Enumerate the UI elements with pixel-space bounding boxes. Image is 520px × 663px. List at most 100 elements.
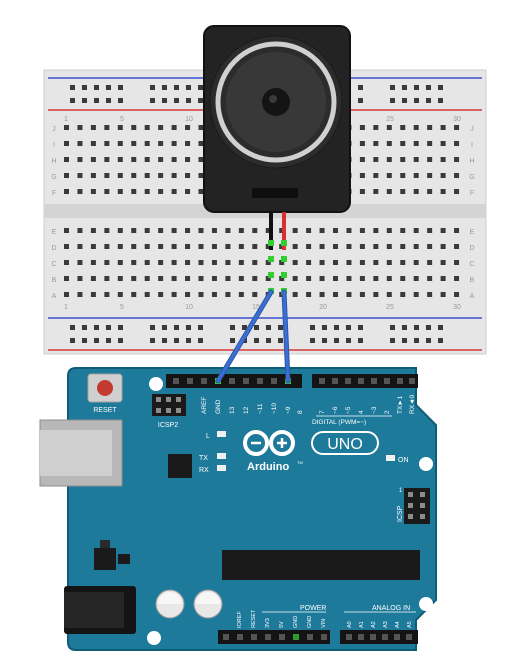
breadboard-hole	[390, 338, 395, 343]
breadboard-hole	[117, 228, 123, 233]
breadboard-hole	[440, 189, 446, 194]
speaker-dustcap	[262, 88, 290, 116]
speaker-slot	[252, 188, 298, 198]
breadboard-hole	[427, 125, 433, 130]
breadboard-hole	[427, 292, 433, 297]
breadboard-hole	[104, 157, 110, 162]
row-letter: H	[51, 158, 56, 165]
row-letter: J	[470, 126, 474, 133]
breadboard-hole	[144, 276, 150, 281]
pin-label: RESET	[251, 609, 257, 628]
breadboard-hole	[185, 125, 191, 130]
speaker-ring	[215, 41, 337, 163]
breadboard-hole	[106, 325, 111, 330]
breadboard-hole	[211, 276, 217, 281]
reset-button-cap[interactable]	[97, 380, 113, 396]
breadboard-hole	[158, 157, 164, 162]
breadboard-hole	[400, 125, 406, 130]
hole-highlight	[268, 240, 274, 246]
breadboard-hole	[427, 189, 433, 194]
header-pin	[279, 634, 285, 640]
mounting-hole	[419, 457, 433, 471]
breadboard-hole	[185, 141, 191, 146]
breadboard-hole	[426, 325, 431, 330]
breadboard-hole	[306, 228, 312, 233]
breadboard-hole	[144, 189, 150, 194]
breadboard-hole	[70, 85, 75, 90]
rx-label: RX	[199, 467, 209, 474]
breadboard-hole	[454, 228, 460, 233]
capacitor-top	[158, 592, 182, 604]
breadboard-hole	[319, 276, 325, 281]
breadboard-hole	[254, 338, 259, 343]
breadboard-hole	[278, 338, 283, 343]
pin-label: ~11	[257, 403, 264, 414]
breadboard-hole	[186, 325, 191, 330]
breadboard-hole	[265, 276, 271, 281]
header-pin	[420, 514, 425, 519]
reset-label: RESET	[93, 407, 117, 414]
breadboard-hole	[198, 338, 203, 343]
breadboard-hole	[333, 244, 338, 249]
breadboard-hole	[427, 244, 433, 249]
led-rx	[217, 465, 226, 471]
breadboard-hole	[117, 173, 123, 178]
breadboard-hole	[171, 141, 177, 146]
breadboard-hole	[171, 189, 177, 194]
breadboard-hole	[64, 292, 69, 297]
lead-black	[269, 212, 273, 250]
breadboard-hole	[104, 125, 110, 130]
breadboard-hole	[333, 276, 338, 281]
breadboard-hole	[400, 260, 406, 265]
breadboard-hole	[77, 260, 83, 265]
breadboard-hole	[386, 276, 392, 281]
speaker	[203, 25, 351, 213]
breadboard-hole	[426, 85, 431, 90]
breadboard-hole	[211, 228, 217, 233]
breadboard-hole	[454, 141, 460, 146]
breadboard-hole	[359, 157, 365, 162]
regulator-pin	[118, 554, 130, 564]
header-pin	[371, 378, 377, 384]
breadboard-hole	[82, 325, 87, 330]
breadboard-hole	[104, 189, 110, 194]
column-number: 15	[252, 304, 260, 311]
breadboard-hole	[265, 260, 271, 265]
breadboard-hole	[279, 228, 285, 233]
breadboard-hole	[386, 141, 392, 146]
breadboard-hole	[150, 338, 155, 343]
led-on	[386, 455, 395, 461]
header-pin	[307, 634, 313, 640]
header-pin	[408, 514, 413, 519]
row-letter: F	[470, 190, 474, 197]
breadboard-hole	[117, 244, 123, 249]
breadboard-hole	[90, 228, 96, 233]
breadboard-hole	[225, 228, 231, 233]
breadboard-hole	[198, 98, 203, 103]
pin-label: GND	[215, 399, 222, 414]
breadboard-hole	[117, 189, 123, 194]
breadboard-hole	[131, 141, 137, 146]
breadboard-hole	[131, 244, 137, 249]
breadboard-hole	[440, 141, 446, 146]
pin-label: 8	[297, 410, 304, 414]
breadboard-hole	[104, 228, 110, 233]
header-pin	[358, 634, 364, 640]
breadboard-hole	[242, 325, 247, 330]
header-power	[218, 630, 330, 644]
breadboard-hole	[358, 98, 363, 103]
pin-label: ~3	[371, 406, 378, 414]
breadboard-hole	[131, 228, 137, 233]
pin-label: GND	[307, 616, 313, 628]
breadboard-hole	[292, 260, 298, 265]
breadboard-hole	[198, 228, 204, 233]
breadboard-hole	[292, 292, 298, 297]
breadboard-hole	[306, 292, 312, 297]
breadboard-hole	[230, 325, 235, 330]
header-pin	[201, 378, 207, 384]
row-letter: H	[469, 158, 474, 165]
analog-label: ANALOG IN	[372, 605, 410, 612]
breadboard-hole	[77, 173, 83, 178]
breadboard-hole	[390, 85, 395, 90]
header-pin	[370, 634, 376, 640]
